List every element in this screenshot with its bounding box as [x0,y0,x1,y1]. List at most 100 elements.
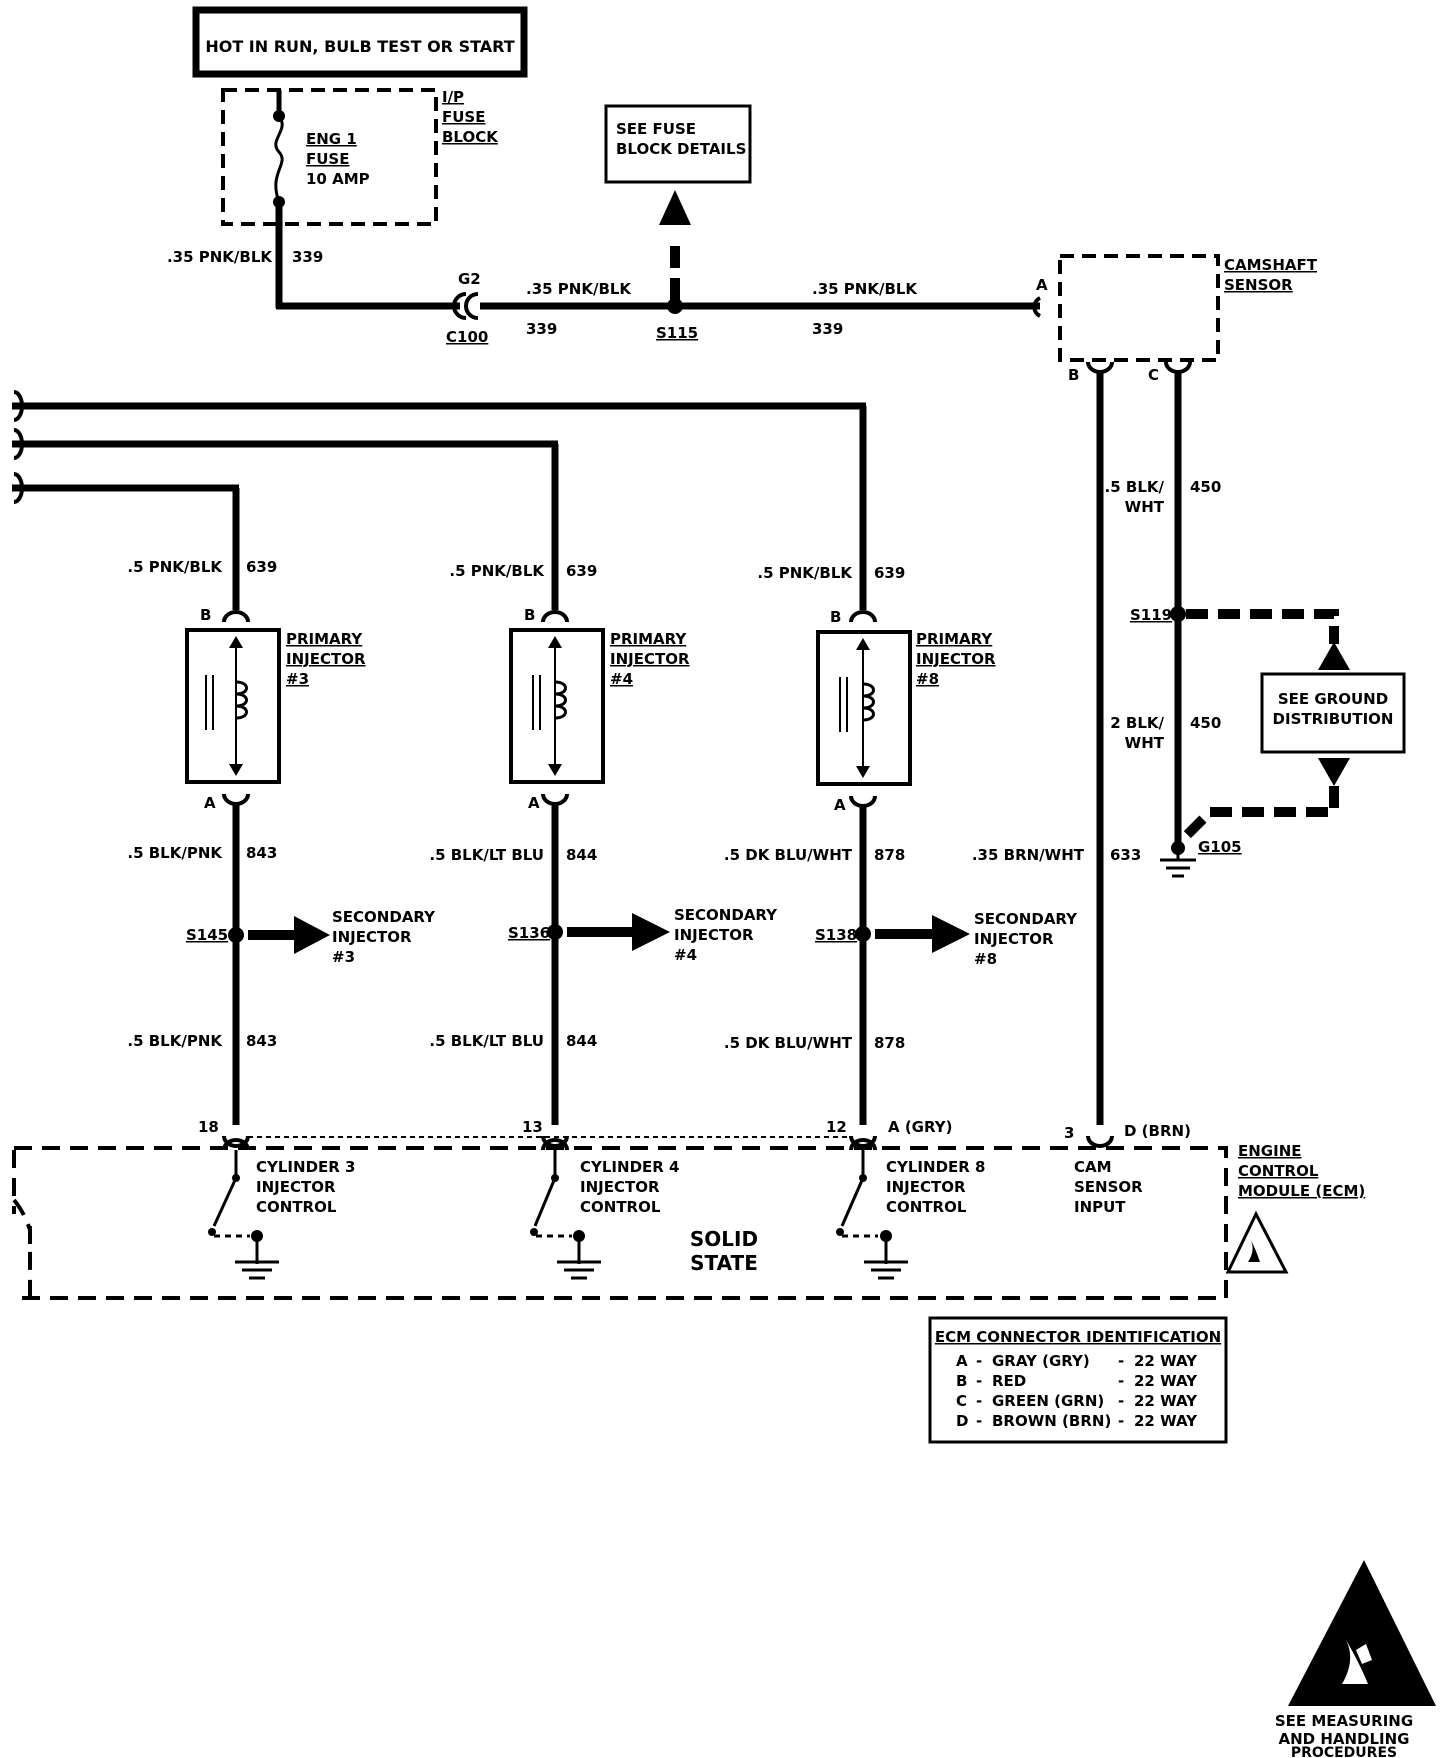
ecm-pin-3: 3 [1064,1124,1074,1142]
svg-text:-: - [1118,1412,1124,1430]
camshaft-label-2: SENSOR [1224,276,1293,294]
primary-injector-3-label-1: PRIMARY [286,630,363,648]
circuit-339-label-c: 339 [812,320,843,338]
power-source-box [192,6,528,78]
connector-id-rows: A - GRAY (GRY) - 22 WAY B - RED - 22 WAY… [956,1352,1198,1430]
wire-450-label-2b: WHT [1125,734,1165,752]
see-ground-box [1260,672,1406,754]
svg-text:-: - [1118,1352,1124,1370]
s119-splice [1170,606,1186,622]
injector-circuit-4: .5 PNK/BLK 639 B PRIMARY INJECTOR #4 A .… [429,562,778,1280]
injector-circuit-8: .5 PNK/BLK 639 B PRIMARY INJECTOR #8 A .… [724,564,1078,1280]
fuse-name-1: ENG 1 [306,130,357,148]
connector-id-title: ECM CONNECTOR IDENTIFICATION [935,1328,1221,1346]
connector-row-letter: C [956,1392,967,1410]
connector-row-letter: A [956,1352,968,1370]
c100-label: C100 [446,328,488,346]
s136-splice [547,924,563,940]
injector-4-feed-wire: .5 PNK/BLK [449,562,545,580]
wire-450-label-1b: WHT [1125,498,1165,516]
circuit-450-label-2: 450 [1190,714,1221,732]
cylinder-3-control-label-3: CONTROL [256,1198,337,1216]
cam-pin-b: B [1068,366,1079,384]
esd-label-3: PROCEDURES [1291,1745,1397,1758]
secondary-injector-8-label-3: #8 [974,950,997,968]
camshaft-label-1: CAMSHAFT [1224,256,1318,274]
secondary-injector-8-label-1: SECONDARY [974,910,1078,928]
primary-injector-4-label-1: PRIMARY [610,630,687,648]
connector-row-size: 22 WAY [1134,1392,1198,1410]
svg-text:-: - [1118,1392,1124,1410]
injector-3-circuit-2: 843 [246,1032,277,1050]
s119-label: S119 [1130,606,1172,624]
s138-splice [855,926,871,942]
injector-4-pin-b: B [524,606,535,624]
injector-3-wire-1: .5 BLK/PNK [127,844,223,862]
injector-circuit-3: .5 PNK/BLK 639 B PRIMARY INJECTOR #3 A .… [127,558,436,1280]
fuse-block-label-1: I/P [442,88,464,106]
secondary-injector-4-label-3: #4 [674,946,697,964]
g105-label: G105 [1198,838,1242,856]
svg-text:-: - [976,1412,982,1430]
circuit-450-label-1: 450 [1190,478,1221,496]
see-ground-label-2: DISTRIBUTION [1273,710,1394,728]
wire-633-label: .35 BRN/WHT [972,846,1085,864]
solid-state-label-2: STATE [690,1251,758,1275]
ecm-name-label-1: ENGINE [1238,1142,1302,1160]
cam-pin-c: C [1148,366,1159,384]
see-ground-label-1: SEE GROUND [1278,690,1388,708]
injector-4-wire-2: .5 BLK/LT BLU [429,1032,544,1050]
ecm-pin-12: 12 [826,1118,847,1136]
wire-339-label-b: .35 PNK/BLK [526,280,632,298]
cylinder-4-control-label-2: INJECTOR [580,1178,660,1196]
cylinder-3-control-label-2: INJECTOR [256,1178,336,1196]
s136-label: S136 [508,924,550,942]
ecm-name-label-3: MODULE (ECM) [1238,1182,1365,1200]
fuse-symbol [274,115,284,203]
injector-8-wire-1: .5 DK BLU/WHT [724,846,853,864]
injector-8-circuit-2: 878 [874,1034,905,1052]
injector-3-feed-circuit: 639 [246,558,277,576]
injector-4-circuit-2: 844 [566,1032,597,1050]
cylinder-8-control-label-3: CONTROL [886,1198,967,1216]
circuit-339-label-b: 339 [526,320,557,338]
svg-text:-: - [976,1392,982,1410]
ecm-connector-d-label: D (BRN) [1124,1122,1191,1140]
primary-injector-4-label-2: INJECTOR [610,650,690,668]
secondary-injector-8-label-2: INJECTOR [974,930,1054,948]
connector-row-color: RED [992,1372,1026,1390]
esd-warning-icon-small [1225,1210,1289,1274]
connector-row-color: GRAY (GRY) [992,1352,1090,1370]
solid-state-label-1: SOLID [690,1227,758,1251]
cylinder-8-control-label-1: CYLINDER 8 [886,1158,985,1176]
circuit-633-label: 633 [1110,846,1141,864]
svg-text:-: - [976,1372,982,1390]
esd-label-2: AND HANDLING [1278,1730,1409,1748]
primary-injector-3 [185,628,281,784]
esd-warning-icon [1288,1560,1436,1706]
injector-8-feed-circuit: 639 [874,564,905,582]
s115-label: S115 [656,324,698,342]
ecm-pin-13: 13 [522,1118,543,1136]
secondary-injector-4-label-1: SECONDARY [674,906,778,924]
injector-3-circuit-1: 843 [246,844,277,862]
injector-3-feed-wire: .5 PNK/BLK [127,558,223,576]
svg-text:-: - [976,1352,982,1370]
primary-injector-4-label-3: #4 [610,670,633,688]
wire-450-label-2a: 2 BLK/ [1110,714,1164,732]
injector-3-wire-2: .5 BLK/PNK [127,1032,223,1050]
injector-8-feed-wire: .5 PNK/BLK [757,564,853,582]
cylinder-3-control-label-1: CYLINDER 3 [256,1158,355,1176]
s115-splice [667,298,683,314]
secondary-injector-4-label-2: INJECTOR [674,926,754,944]
primary-injector-3-label-2: INJECTOR [286,650,366,668]
connector-row-size: 22 WAY [1134,1372,1198,1390]
injector-8-pin-b: B [830,608,841,626]
primary-injector-8-label-3: #8 [916,670,939,688]
wire-450-label-1a: .5 BLK/ [1105,478,1165,496]
connector-row-color: GREEN (GRN) [992,1392,1104,1410]
injector-8-wire-2: .5 DK BLU/WHT [724,1034,853,1052]
s145-splice [228,927,244,943]
fuse-block-label-2: FUSE [442,108,485,126]
